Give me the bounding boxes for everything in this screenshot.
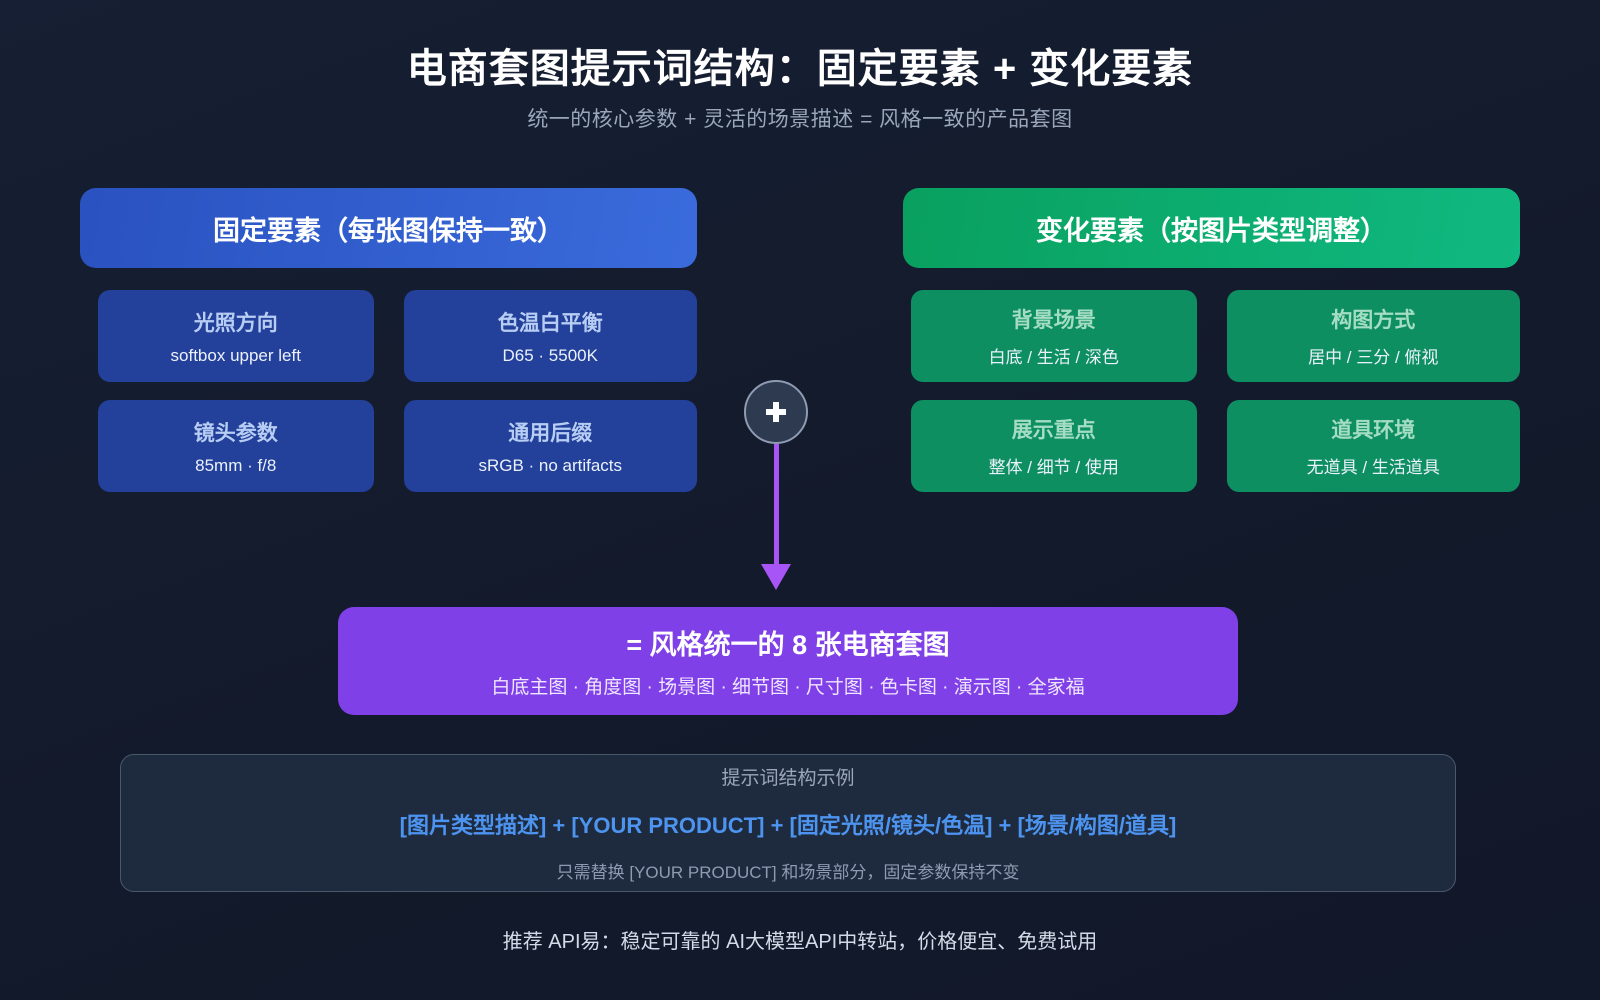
plus-icon xyxy=(744,380,808,444)
card-composition[interactable]: 构图方式 居中 / 三分 / 俯视 xyxy=(1226,290,1520,382)
card-title: 道具环境 xyxy=(1331,419,1416,442)
fixed-elements-column: 固定要素（每张图保持一致） 光照方向 softbox upper left 色温… xyxy=(80,188,697,492)
fixed-elements-header: 固定要素（每张图保持一致） xyxy=(80,188,697,268)
card-title: 光照方向 xyxy=(193,311,278,335)
card-title: 色温白平衡 xyxy=(497,311,603,335)
result-subtitle: 白底主图 · 角度图 · 场景图 · 细节图 · 尺寸图 · 色卡图 · 演示图… xyxy=(491,677,1085,698)
card-lens-parameters[interactable]: 镜头参数 85mm · f/8 xyxy=(98,400,374,492)
prompt-example-note: 只需替换 [YOUR PRODUCT] 和场景部分，固定参数保持不变 xyxy=(556,863,1020,882)
card-title: 通用后缀 xyxy=(508,421,593,445)
page-subtitle: 统一的核心参数 + 灵活的场景描述 = 风格一致的产品套图 xyxy=(527,108,1073,131)
card-value: 居中 / 三分 / 俯视 xyxy=(1308,348,1439,367)
card-display-focus[interactable]: 展示重点 整体 / 细节 / 使用 xyxy=(911,400,1197,492)
card-title: 构图方式 xyxy=(1331,309,1416,332)
card-background-scene[interactable]: 背景场景 白底 / 生活 / 深色 xyxy=(911,290,1197,382)
variable-elements-column: 变化要素（按图片类型调整） 背景场景 白底 / 生活 / 深色 构图方式 居中 … xyxy=(903,188,1520,492)
prompt-example-formula: [图片类型描述] + [YOUR PRODUCT] + [固定光照/镜头/色温]… xyxy=(399,813,1177,838)
card-color-temperature[interactable]: 色温白平衡 D65 · 5500K xyxy=(403,290,697,382)
card-value: softbox upper left xyxy=(170,345,301,365)
result-title: = 风格统一的 8 张电商套图 xyxy=(626,630,950,660)
prompt-example-label: 提示词结构示例 xyxy=(721,768,855,789)
connector-arrow-line xyxy=(774,444,779,569)
page-title: 电商套图提示词结构：固定要素 + 变化要素 xyxy=(406,47,1194,91)
card-title: 展示重点 xyxy=(1011,419,1096,442)
variable-elements-card-grid: 背景场景 白底 / 生活 / 深色 构图方式 居中 / 三分 / 俯视 展示重点… xyxy=(903,290,1520,492)
variable-elements-header: 变化要素（按图片类型调整） xyxy=(903,188,1520,268)
connector-arrow-head-icon xyxy=(761,564,791,590)
card-value: 85mm · f/8 xyxy=(195,455,277,475)
card-value: sRGB · no artifacts xyxy=(478,455,623,475)
card-lighting-direction[interactable]: 光照方向 softbox upper left xyxy=(98,290,374,382)
card-title: 背景场景 xyxy=(1011,309,1096,332)
card-value: 整体 / 细节 / 使用 xyxy=(988,458,1119,477)
prompt-example-box: 提示词结构示例 [图片类型描述] + [YOUR PRODUCT] + [固定光… xyxy=(120,754,1456,892)
card-common-suffix[interactable]: 通用后缀 sRGB · no artifacts xyxy=(403,400,697,492)
footer-text: 推荐 API易：稳定可靠的 AI大模型API中转站，价格便宜、免费试用 xyxy=(502,931,1098,953)
result-box: = 风格统一的 8 张电商套图 白底主图 · 角度图 · 场景图 · 细节图 ·… xyxy=(338,607,1238,715)
card-title: 镜头参数 xyxy=(193,421,278,445)
card-value: D65 · 5500K xyxy=(502,345,598,365)
card-props-environment[interactable]: 道具环境 无道具 / 生活道具 xyxy=(1226,400,1520,492)
card-value: 白底 / 生活 / 深色 xyxy=(988,348,1119,367)
card-value: 无道具 / 生活道具 xyxy=(1306,458,1440,477)
fixed-elements-card-grid: 光照方向 softbox upper left 色温白平衡 D65 · 5500… xyxy=(80,290,697,492)
